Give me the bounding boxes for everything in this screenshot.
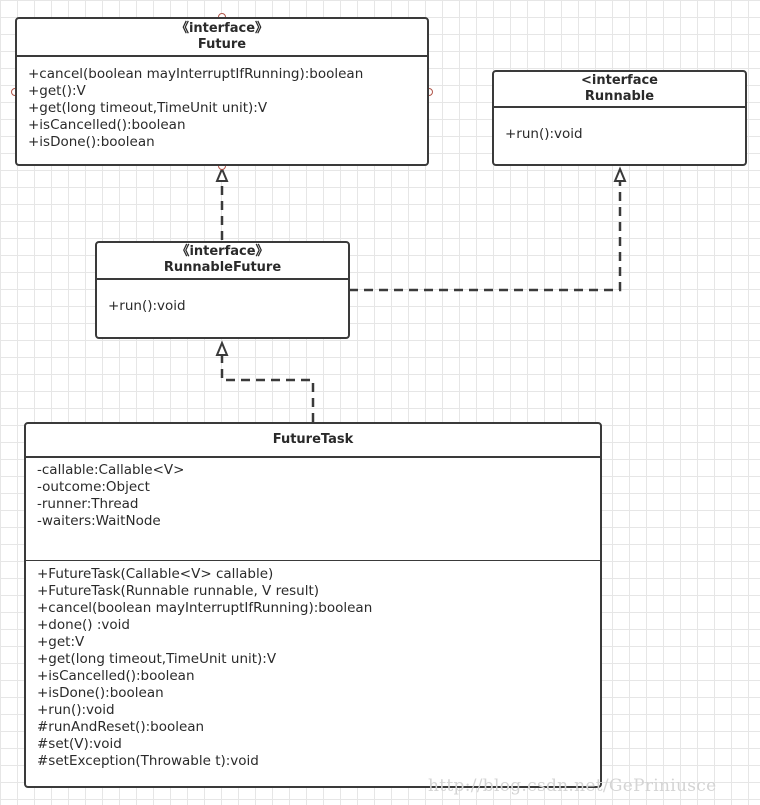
method: +get(long timeout,TimeUnit unit):V bbox=[28, 100, 268, 116]
runnablefuture-class-header: 《interface》 RunnableFuture bbox=[97, 243, 348, 280]
field: -callable:Callable<V> bbox=[37, 462, 185, 478]
futuretask-fields: -callable:Callable<V> -outcome:Object -r… bbox=[26, 458, 600, 561]
runnable-class-box[interactable]: <interface Runnable +run():void bbox=[492, 70, 747, 166]
future-class-box[interactable]: 《interface》 Future +cancel(boolean mayIn… bbox=[15, 17, 429, 166]
futuretask-methods: +FutureTask(Callable<V> callable) +Futur… bbox=[26, 561, 600, 770]
field: -runner:Thread bbox=[37, 496, 139, 512]
method: +isCancelled():boolean bbox=[28, 117, 186, 133]
runnablefuture-methods: +run():void bbox=[97, 280, 348, 315]
runnablefuture-stereotype: 《interface》 bbox=[176, 244, 269, 259]
method: +FutureTask(Runnable runnable, V result) bbox=[37, 583, 320, 599]
method: +isCancelled():boolean bbox=[37, 668, 195, 684]
runnable-class-header: <interface Runnable bbox=[494, 72, 745, 108]
futuretask-class-name: FutureTask bbox=[272, 432, 354, 447]
method: +cancel(boolean mayInterruptIfRunning):b… bbox=[28, 66, 364, 82]
arrowhead-runnable bbox=[613, 166, 627, 182]
runnable-methods: +run():void bbox=[494, 108, 745, 143]
method: +run():void bbox=[37, 702, 115, 718]
field: -outcome:Object bbox=[37, 479, 150, 495]
future-class-name: Future bbox=[197, 37, 247, 52]
watermark: http://blog.csdn.net/GePriniusce bbox=[428, 776, 717, 796]
arrowhead-runnablefuture bbox=[215, 340, 229, 356]
future-stereotype: 《interface》 bbox=[175, 21, 269, 36]
runnable-stereotype: <interface bbox=[581, 73, 658, 88]
method: +isDone():boolean bbox=[37, 685, 164, 701]
method: +run():void bbox=[108, 298, 186, 314]
futuretask-to-runnablefuture-link bbox=[220, 356, 315, 422]
method: +run():void bbox=[505, 126, 583, 142]
runnablefuture-class-name: RunnableFuture bbox=[163, 260, 282, 275]
method: +done() :void bbox=[37, 617, 130, 633]
method: #set(V):void bbox=[37, 736, 122, 752]
field: -waiters:WaitNode bbox=[37, 513, 161, 529]
method: +FutureTask(Callable<V> callable) bbox=[37, 566, 274, 582]
runnablefuture-class-box[interactable]: 《interface》 RunnableFuture +run():void bbox=[95, 241, 350, 339]
futuretask-class-box[interactable]: FutureTask -callable:Callable<V> -outcom… bbox=[24, 422, 602, 788]
method: +cancel(boolean mayInterruptIfRunning):b… bbox=[37, 600, 373, 616]
method: +get(long timeout,TimeUnit unit):V bbox=[37, 651, 277, 667]
runnablefuture-to-runnable-link bbox=[349, 181, 622, 292]
arrowhead-future bbox=[215, 166, 229, 182]
method: #setException(Throwable t):void bbox=[37, 753, 259, 769]
method: +get():V bbox=[28, 83, 86, 99]
runnable-class-name: Runnable bbox=[584, 89, 655, 104]
method: +isDone():boolean bbox=[28, 134, 155, 150]
future-methods: +cancel(boolean mayInterruptIfRunning):b… bbox=[17, 57, 427, 151]
futuretask-class-header: FutureTask bbox=[26, 424, 600, 458]
method: #runAndReset():boolean bbox=[37, 719, 205, 735]
future-class-header: 《interface》 Future bbox=[17, 19, 427, 57]
method: +get:V bbox=[37, 634, 85, 650]
